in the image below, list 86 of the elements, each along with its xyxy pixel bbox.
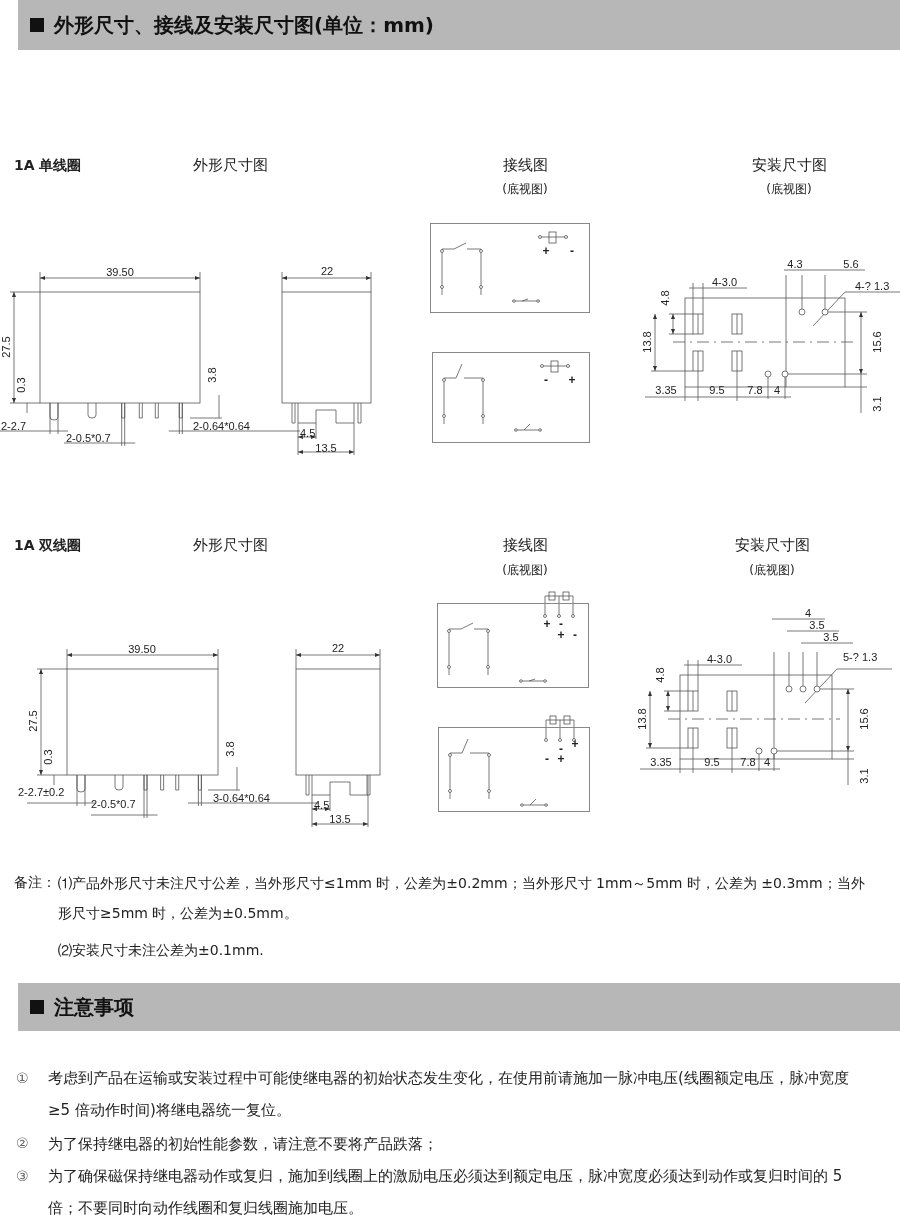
polarity-sign: - — [545, 753, 549, 765]
dimension-label: 39.50 — [106, 266, 134, 278]
section-header-bar — [18, 983, 900, 1031]
polarity-sign: - — [559, 743, 563, 755]
polarity-sign: - — [559, 618, 563, 630]
section-subtitle: 1A 单线圈 — [14, 158, 82, 172]
wiring-box — [432, 352, 590, 443]
dimension-label: 2-0.5*0.7 — [66, 432, 111, 444]
dimension-label: 15.6 — [858, 708, 870, 730]
dimension-label: 4.5 — [300, 427, 316, 439]
list-number: ③ — [16, 1169, 29, 1183]
view-title: 安装尺寸图 — [734, 537, 810, 553]
dimension-label: 3.1 — [871, 396, 883, 412]
dimension-label: 5.6 — [843, 258, 859, 270]
dimension-label: 3.35 — [650, 756, 672, 768]
dimension-label: 4.8 — [654, 667, 666, 683]
polarity-sign: + — [557, 753, 565, 765]
dimension-label: 3.5 — [823, 631, 839, 643]
note-label: 备注： — [14, 875, 56, 889]
view-title: 接线图 — [502, 537, 548, 553]
dimension-label: 3.5 — [809, 619, 825, 631]
dimension-label: 22 — [331, 642, 345, 654]
list-text: 为了确保磁保持继电器动作或复归，施加到线圈上的激励电压必须达到额定电压，脉冲宽度必须达到动作或复归时间的 5 倍；不要同时向动作线圈和复归线圈施加电压。 — [48, 1166, 844, 1215]
dimension-label: 13.8 — [636, 708, 648, 730]
list-number: ① — [16, 1071, 29, 1085]
dimension-label: 4 — [804, 607, 812, 619]
polarity-sign: - — [570, 245, 574, 257]
view-caption: (底视图) — [502, 183, 548, 195]
dimension-label: 27.5 — [0, 336, 12, 358]
dimension-label: 2-0.64*0.64 — [193, 420, 250, 432]
dimension-label: 4-3.0 — [712, 276, 738, 288]
dimension-label: 3.1 — [858, 768, 870, 784]
list-text: 考虑到产品在运输或安装过程中可能使继电器的初始状态发生变化，在使用前请施加一脉冲电压(线圈额定电压，脉冲宽度≥5 倍动作时间)将继电器统一复位。 — [48, 1068, 850, 1121]
dimension-label: 9.5 — [704, 756, 720, 768]
polarity-sign: + — [543, 618, 551, 630]
note-text: ⑴产品外形尺寸未注尺寸公差，当外形尺寸≤1mm 时，公差为±0.2mm；当外形尺寸 1mm～5mm 时，公差为 ±0.3mm；当外形尺寸≥5mm 时，公差为±0.5mm。 — [58, 874, 866, 923]
dimension-label: 39.50 — [128, 643, 156, 655]
polarity-sign: + — [568, 374, 576, 386]
view-caption: (底视图) — [502, 564, 548, 576]
view-title: 接线图 — [502, 157, 548, 173]
dimension-label: 9.5 — [709, 384, 725, 396]
dimension-label: 3.8 — [224, 741, 236, 757]
section-header-bar — [18, 0, 900, 50]
view-title: 外形尺寸图 — [193, 537, 268, 553]
dimension-label: 4-3.0 — [707, 653, 733, 665]
header-title: 外形尺寸、接线及安装尺寸图(单位：mm) — [54, 15, 434, 35]
header-title: 注意事项 — [54, 997, 134, 1017]
polarity-sign: + — [542, 245, 550, 257]
view-title: 安装尺寸图 — [751, 157, 827, 173]
view-caption: (底视图) — [766, 183, 812, 195]
section-subtitle: 1A 双线圈 — [14, 538, 82, 552]
dimension-label: 4 — [763, 756, 771, 768]
view-title: 外形尺寸图 — [193, 157, 268, 173]
dimension-label: 4.5 — [314, 799, 330, 811]
dimension-label: 27.5 — [27, 710, 39, 732]
dimension-label: 13.8 — [641, 331, 653, 353]
wiring-box — [437, 603, 589, 688]
dimension-label: 15.6 — [871, 331, 883, 353]
dimension-label: 4.3 — [787, 258, 803, 270]
note-text: ⑵安装尺寸未注公差为±0.1mm. — [58, 941, 265, 960]
polarity-sign: + — [571, 738, 579, 750]
dimension-label: 2-2.7 — [1, 420, 27, 432]
dimension-label: 3-0.64*0.64 — [213, 792, 270, 804]
dimension-label: 2-0.5*0.7 — [91, 798, 136, 810]
list-number: ② — [16, 1136, 29, 1150]
view-caption: (底视图) — [749, 564, 795, 576]
dimension-label: 2-2.7±0.2 — [18, 786, 65, 798]
dimension-label: 7.8 — [747, 384, 763, 396]
polarity-sign: - — [544, 374, 548, 386]
dimension-label: 13.5 — [329, 813, 351, 825]
dimension-label: 3.35 — [655, 384, 677, 396]
dimension-label: 5-? 1.3 — [843, 651, 878, 663]
dimension-label: 7.8 — [740, 756, 756, 768]
dimension-label: 4.8 — [659, 290, 671, 306]
dimension-label: 0.3 — [15, 377, 27, 393]
dimension-label: 13.5 — [315, 442, 337, 454]
polarity-sign: - — [573, 629, 577, 641]
dimension-label: 4 — [773, 384, 781, 396]
wiring-box — [430, 223, 590, 313]
dimension-label: 3.8 — [206, 367, 218, 383]
dimension-label: 22 — [320, 265, 334, 277]
dimension-label: 0.3 — [42, 749, 54, 765]
wiring-box — [438, 727, 590, 812]
dimension-label: 4-? 1.3 — [855, 280, 890, 292]
polarity-sign: + — [557, 629, 565, 641]
list-text: 为了保持继电器的初始性能参数，请注意不要将产品跌落； — [48, 1134, 439, 1155]
